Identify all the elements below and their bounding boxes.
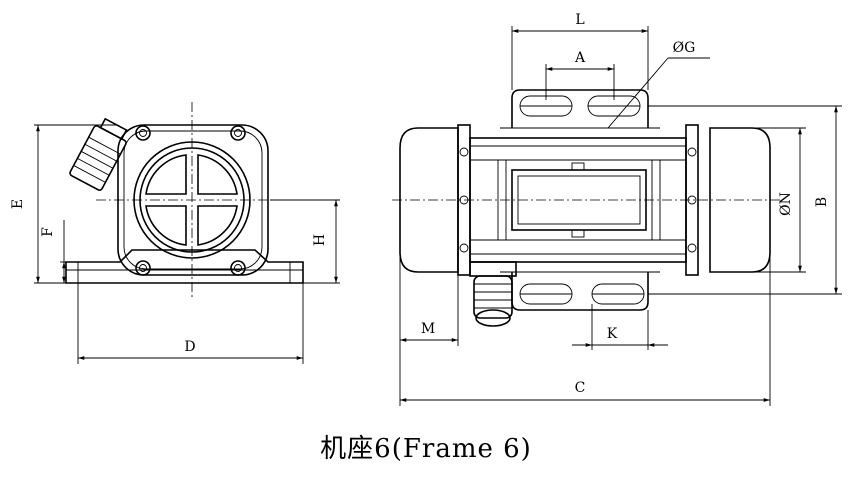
dim-A: A [574, 50, 586, 66]
cable-gland-end-view [69, 117, 128, 191]
dim-F: F [40, 227, 56, 237]
side-view [392, 89, 780, 327]
end-view-dimensions: E F H D [10, 124, 340, 364]
dim-D: D [184, 339, 195, 355]
corner-bolts [135, 125, 246, 276]
dim-B: B [814, 197, 830, 207]
dim-M: M [421, 321, 435, 337]
dim-C: C [575, 380, 586, 396]
dim-N: ØN [778, 192, 794, 216]
end-view [65, 102, 304, 300]
dim-K: K [607, 326, 618, 342]
cable-gland-side-view [469, 261, 517, 327]
side-view-dimensions: L A ØG ØN B M K C [399, 12, 842, 406]
drawing-caption: 机座6(Frame 6) [320, 434, 532, 464]
dim-L: L [575, 12, 584, 28]
dim-H: H [312, 234, 328, 246]
dim-G: ØG [673, 40, 696, 56]
dim-E: E [10, 199, 26, 209]
